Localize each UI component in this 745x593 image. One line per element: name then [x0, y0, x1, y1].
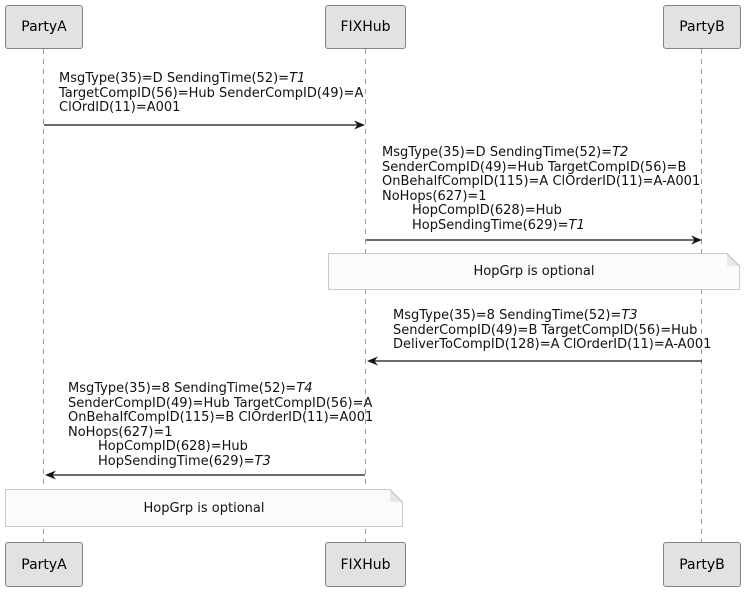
message-line: TargetCompID(56)=Hub SenderCompID(49)=A: [59, 85, 364, 101]
message-line: OnBehalfCompID(115)=B ClOrderID(11)=A001: [68, 410, 374, 425]
actor-partyb-top: PartyB: [663, 5, 741, 49]
actor-fixhub-top: FIXHub: [325, 5, 406, 49]
actor-label: FIXHub: [340, 556, 391, 573]
message-line: OnBehalfCompID(115)=A ClOrderID(11)=A-A0…: [382, 174, 701, 189]
message-line: SenderCompID(49)=B TargetCompID(56)=Hub: [393, 322, 698, 338]
message-line: HopSendingTime(629)=T1: [412, 217, 585, 233]
note-text: HopGrp is optional: [143, 500, 265, 516]
message-line: MsgType(35)=8 SendingTime(52)=T3: [393, 308, 638, 323]
message-line: SenderCompID(49)=Hub TargetCompID(56)=A: [68, 395, 373, 411]
message-line: MsgType(35)=D SendingTime(52)=T1: [59, 71, 306, 86]
note-hopgrp-right: HopGrp is optional: [328, 253, 740, 290]
message-line: HopCompID(628)=Hub: [412, 203, 562, 218]
actor-fixhub-bottom: FIXHub: [325, 542, 406, 587]
note-fold-line-icon: [390, 489, 403, 502]
actor-partyb-bottom: PartyB: [663, 542, 741, 587]
message-arrow-4: [45, 470, 365, 480]
lifeline-partya: [43, 49, 44, 542]
message-line: NoHops(627)=1: [68, 424, 173, 440]
message-line: MsgType(35)=8 SendingTime(52)=T4: [68, 381, 313, 396]
message-line: NoHops(627)=1: [382, 188, 487, 204]
message-arrow-1: [44, 120, 365, 130]
message-line: DeliverToCompID(128)=A ClOrderID(11)=A-A…: [393, 337, 712, 352]
actor-label: FIXHub: [340, 19, 391, 35]
actor-label: PartyA: [21, 19, 67, 35]
message-line: HopSendingTime(629)=T3: [98, 453, 271, 469]
message-line: ClOrdID(11)=A001: [59, 100, 181, 115]
message-arrow-2: [366, 235, 702, 245]
lifeline-partyb: [701, 49, 702, 542]
note-text: HopGrp is optional: [473, 264, 595, 279]
actor-label: PartyB: [679, 556, 725, 573]
note-hopgrp-left: HopGrp is optional: [5, 489, 403, 527]
actor-label: PartyA: [21, 556, 67, 573]
message-arrow-3: [367, 356, 702, 366]
actor-label: PartyB: [679, 19, 725, 35]
actor-partya-top: PartyA: [5, 5, 83, 49]
lifeline-fixhub: [365, 49, 366, 542]
note-fold-line-icon: [727, 253, 740, 266]
message-line: HopCompID(628)=Hub: [98, 439, 248, 454]
message-line: SenderCompID(49)=Hub TargetCompID(56)=B: [382, 159, 687, 175]
message-line: MsgType(35)=D SendingTime(52)=T2: [382, 145, 629, 160]
actor-partya-bottom: PartyA: [5, 542, 83, 587]
